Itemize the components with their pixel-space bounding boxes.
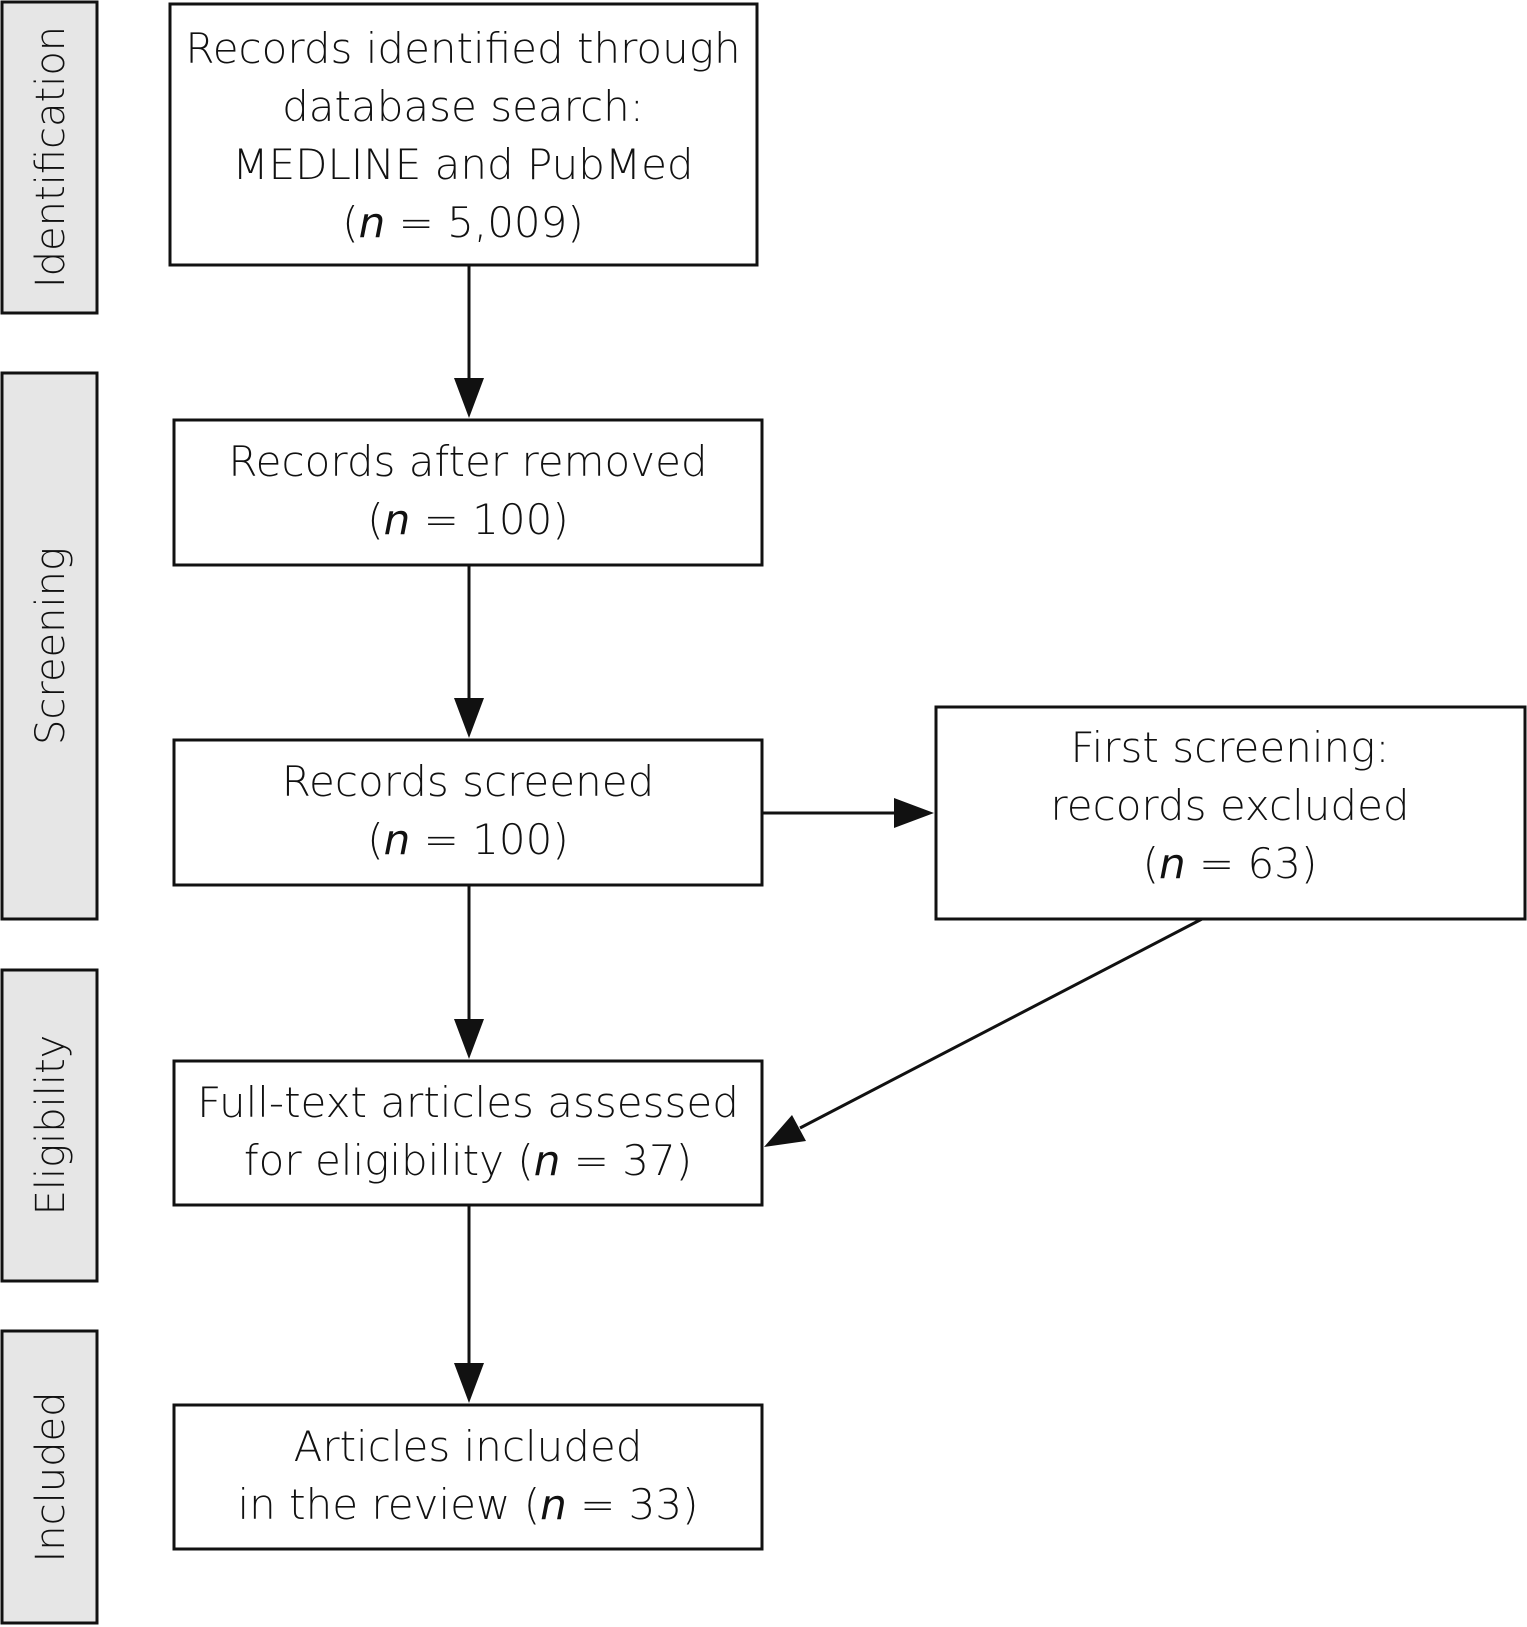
- arrow-excluded-to-fulltext: [764, 917, 1203, 1147]
- svg-text:records excluded: records excluded: [1050, 781, 1409, 830]
- arrow-screened-to-excluded: [762, 798, 934, 828]
- svg-text:(n = 100): (n = 100): [367, 495, 568, 544]
- arrow-screened-to-fulltext: [454, 885, 484, 1059]
- svg-text:Records identified through: Records identified through: [185, 24, 740, 73]
- svg-text:MEDLINE and PubMed: MEDLINE and PubMed: [232, 140, 693, 189]
- box-records-identified: Records identified through database sear…: [168, 2, 759, 267]
- svg-text:database search:: database search:: [282, 82, 644, 131]
- svg-text:(n = 5,009): (n = 5,009): [342, 198, 584, 247]
- svg-text:Records after removed: Records after removed: [228, 437, 707, 486]
- svg-text:Included: Included: [28, 1392, 74, 1563]
- box-records-after-removed: Records after removed (n = 100): [172, 418, 764, 567]
- svg-text:Identification: Identification: [28, 26, 74, 288]
- svg-text:Eligibility: Eligibility: [28, 1035, 74, 1216]
- arrow-fulltext-to-included: [454, 1205, 484, 1403]
- svg-text:First screening:: First screening:: [1071, 723, 1390, 772]
- svg-text:(n = 100): (n = 100): [367, 815, 568, 864]
- svg-text:Screening: Screening: [28, 547, 74, 745]
- svg-text:Records screened: Records screened: [282, 757, 654, 806]
- box-records-screened: Records screened (n = 100): [172, 738, 764, 887]
- svg-text:(n = 63): (n = 63): [1143, 839, 1318, 888]
- box-full-text-assessed: Full-text articles assessed for eligibil…: [172, 1059, 764, 1207]
- box-articles-included: Articles included in the review (n = 33): [172, 1403, 764, 1551]
- stage-eligibility: Eligibility: [0, 968, 99, 1283]
- svg-text:Articles included: Articles included: [294, 1422, 643, 1471]
- box-records-excluded: First screening: records excluded (n = 6…: [934, 705, 1527, 921]
- svg-text:in the review (n = 33): in the review (n = 33): [238, 1480, 699, 1529]
- stage-screening: Screening: [0, 371, 99, 921]
- arrow-identified-to-removed: [454, 265, 484, 418]
- svg-text:for eligibility (n = 37): for eligibility (n = 37): [244, 1136, 692, 1185]
- arrow-removed-to-screened: [454, 565, 484, 738]
- stage-included: Included: [0, 1329, 99, 1625]
- svg-text:Full-text articles assessed: Full-text articles assessed: [197, 1078, 739, 1127]
- stage-identification: Identification: [0, 0, 99, 315]
